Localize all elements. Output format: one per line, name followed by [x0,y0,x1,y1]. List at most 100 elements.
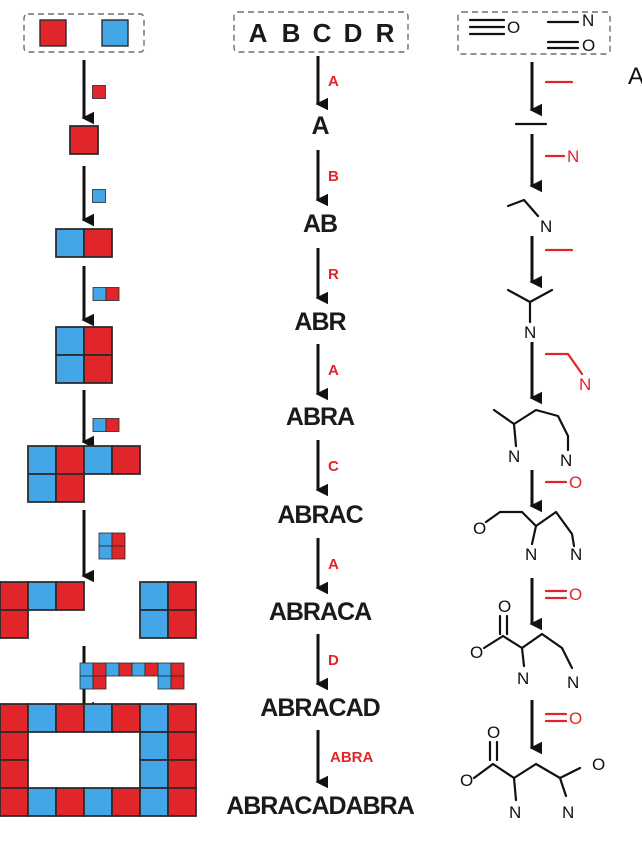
red-square [111,532,126,547]
oxygen-atom: O [592,755,605,774]
amino-acid-fragment [482,614,574,670]
oxygen-atom: O [569,585,582,604]
isopropylamine-fragment [506,288,554,324]
red-square [0,759,29,789]
alphabet-letter: B [282,18,301,48]
red-square [167,609,197,639]
shape-reagent [92,189,106,203]
shape-reagent [92,287,120,301]
triple-bond [468,18,506,36]
oxygen-atom: O [460,771,473,790]
red-square [0,703,29,733]
blue-square [98,532,113,547]
assembled-word: ABRACAD [260,694,379,722]
nitrogen-atom: N [540,217,552,236]
blue-square [27,445,57,475]
blue-square [139,703,169,733]
letter-reagent: A [328,362,339,379]
nitrogen-atom: N [560,451,572,470]
shapes-column [0,13,197,817]
chem-intermediates: N N N N O N N O O N N O O O N N [460,122,605,822]
red-square [0,581,29,611]
alphabet-letter: C [313,18,332,48]
blue-square [101,19,129,47]
blue-square [92,418,107,432]
blue-square [157,675,172,690]
red-square [111,445,141,475]
shape-product [55,228,113,258]
alphabet-letter: A [249,18,268,48]
shape-product [55,326,113,384]
blue-square [139,581,169,611]
assembled-word: A [311,112,329,140]
red-square [167,787,197,817]
assembled-word: ABRAC [277,501,363,529]
nitrogen-atom: N [582,11,594,30]
oxygen-atom: O [569,709,582,728]
carbonyl-reagent [544,589,568,600]
blue-square [27,581,57,611]
ethylamine-reagent [544,352,584,376]
letter-reagent: B [328,168,339,185]
blue-square [83,445,113,475]
shape-product [0,581,197,639]
oxygen-atom: O [582,36,595,55]
red-square [92,675,107,690]
blue-square [55,326,85,356]
blue-square [139,787,169,817]
letter-reagent: R [328,266,339,283]
blue-square [139,609,169,639]
red-square [0,787,29,817]
nitrogen-atom: N [570,545,582,564]
red-square [55,473,85,503]
chem-column: O N O N N O O O N N [457,11,611,822]
building-blocks: O N O [468,11,595,55]
red-square [83,326,113,356]
red-square [55,445,85,475]
red-square [111,545,126,560]
red-square [167,703,197,733]
shape-reagent [92,418,120,432]
asparagine-fragment [472,740,582,802]
nitrogen-atom: N [579,375,591,394]
shape-legend-box [23,13,145,53]
shape-product [27,445,141,503]
shape-reagent [98,532,126,560]
blue-square [139,759,169,789]
nitrogen-atom: N [509,803,521,822]
red-square [118,662,133,677]
nitrogen-atom: N [562,803,574,822]
nitrogen-atom: N [517,669,529,688]
shape-product [0,703,197,817]
red-square [105,287,120,301]
nitrogen-atom: N [524,323,536,342]
assembled-word: ABR [294,308,346,336]
oxygen-atom: O [487,723,500,742]
oxygen-atom: O [507,18,520,37]
blue-square [131,662,146,677]
red-square [0,609,29,639]
assembled-word: ABRACA [269,598,372,626]
oxygen-atom: O [473,519,486,538]
chem-reagents: N N O O O [544,80,591,728]
red-square [144,662,159,677]
shape-reagent [79,662,185,690]
blue-square [55,354,85,384]
blue-square [92,287,107,301]
shape-product [69,125,99,155]
red-square [170,675,185,690]
shape-reagent [92,85,106,99]
red-square [83,228,113,258]
blue-square [55,228,85,258]
assembled-word: ABRA [286,403,355,431]
letter-reagent: A [328,556,339,573]
letter-reagent: C [328,458,339,475]
nitrogen-atom: N [567,147,579,166]
nitrogen-atom: N [525,545,537,564]
blue-square [157,662,172,677]
blue-square [27,703,57,733]
red-square [55,581,85,611]
